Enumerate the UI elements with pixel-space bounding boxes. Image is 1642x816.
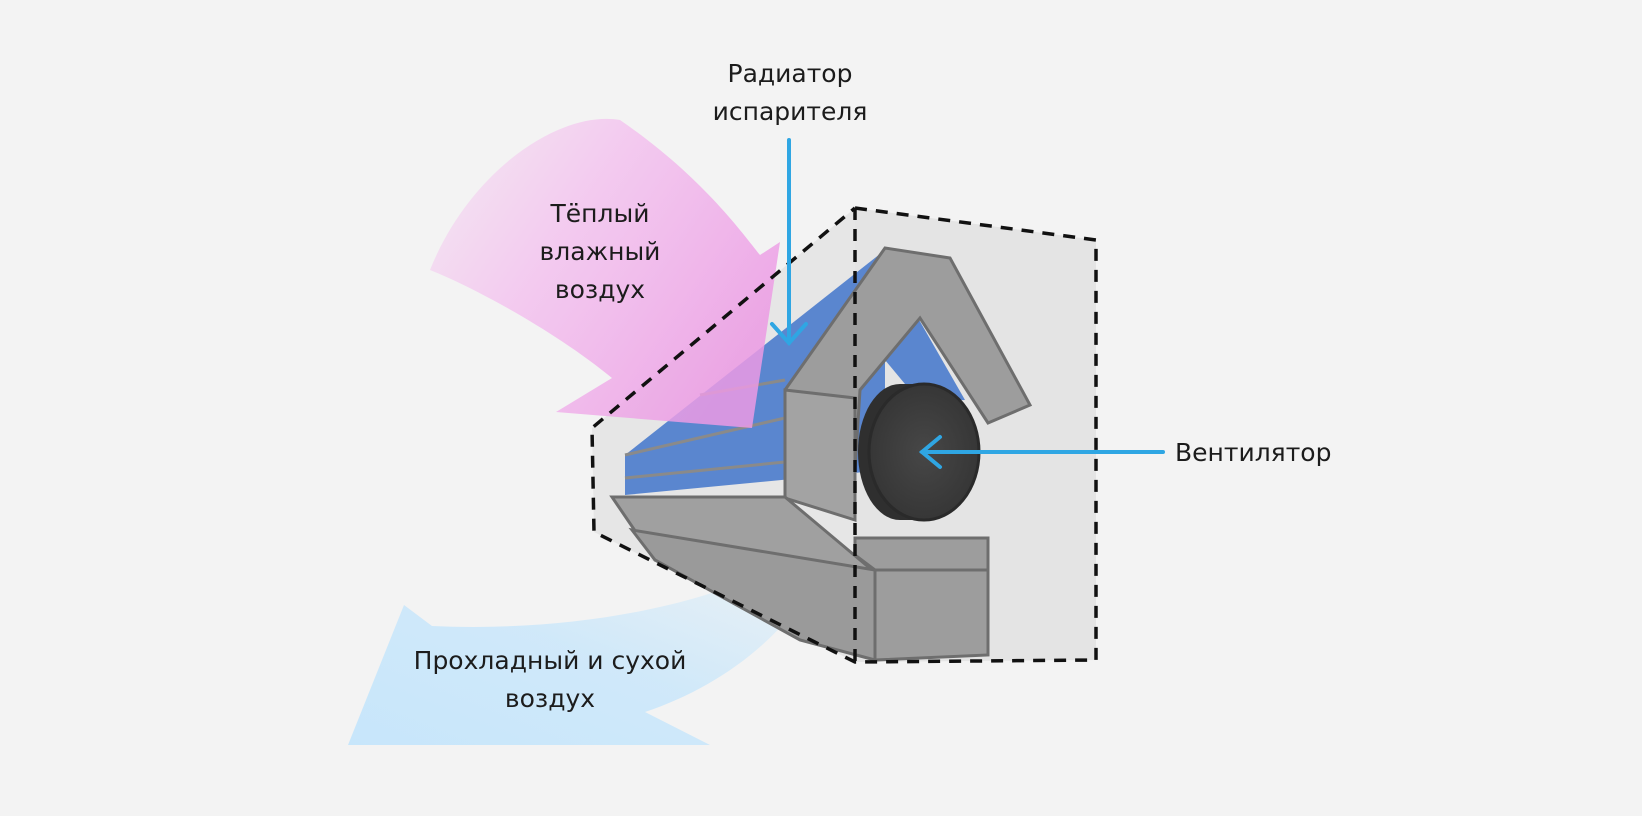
radiator-label-line-1: Радиатор (727, 59, 853, 88)
cool-air-label-line-2: воздух (504, 684, 596, 713)
warm-air-label-line-1: Тёплый (550, 199, 650, 228)
warm-air-arrow (430, 118, 780, 429)
fan-label: Вентилятор (1175, 434, 1375, 472)
fan-pointer-arrow (918, 435, 1165, 469)
cool-air-arrow (348, 560, 810, 745)
cool-air-label: Прохладный и сухой воздух (350, 642, 750, 718)
radiator-label-line-2: испарителя (712, 97, 868, 126)
frame-bottom-base (628, 527, 877, 662)
fan-label-text: Вентилятор (1175, 438, 1332, 467)
radiator-label: Радиатор испарителя (640, 55, 940, 131)
radiator-pointer-arrow (770, 138, 808, 346)
frame-vertical (783, 388, 857, 523)
warm-air-label-line-2: влажный (539, 237, 661, 266)
housing-dashed-outline (590, 206, 1098, 664)
warm-air-label-line-3: воздух (554, 275, 646, 304)
frame-bottom-right (853, 536, 990, 662)
cool-air-label-line-1: Прохладный и сухой (413, 646, 687, 675)
warm-air-label: Тёплый влажный воздух (500, 195, 700, 309)
